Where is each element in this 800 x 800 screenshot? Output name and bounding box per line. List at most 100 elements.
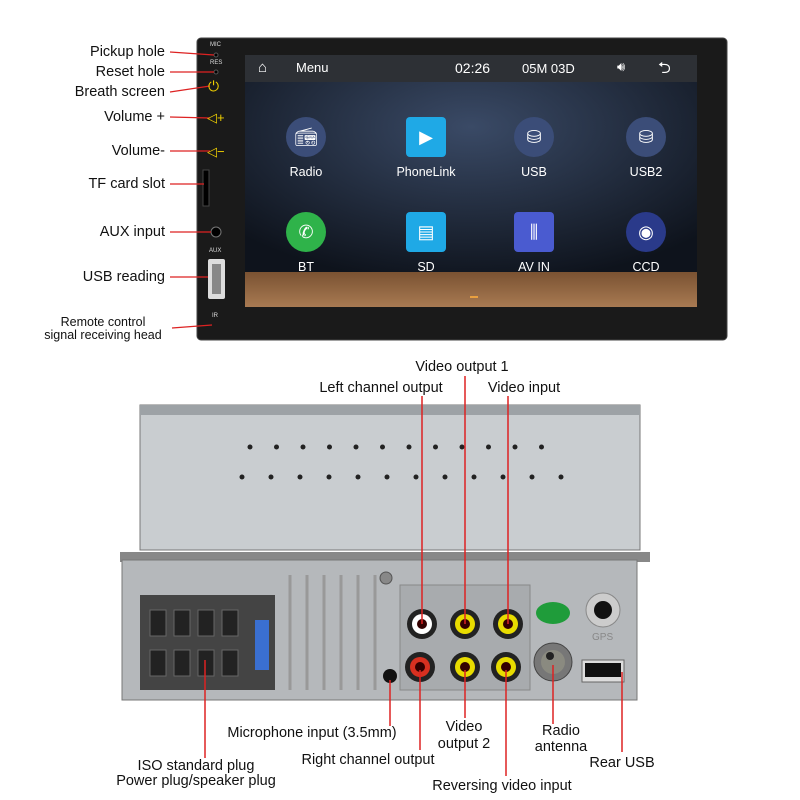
label-radio-antenna-a: Radio bbox=[542, 723, 580, 739]
app-av-in[interactable]: ⫼ AV IN bbox=[484, 212, 584, 274]
bluetooth-phone-icon: ✆ bbox=[286, 212, 326, 252]
vent-hole bbox=[239, 474, 245, 480]
label-iso-plug: ISO standard plug bbox=[137, 758, 255, 774]
label-video-output-2b: output 2 bbox=[437, 736, 491, 752]
vent-hole bbox=[355, 474, 361, 480]
clock: 02:26 bbox=[455, 60, 491, 76]
iso-pin bbox=[221, 609, 239, 637]
aux-jack bbox=[210, 226, 222, 238]
volume-down-icon[interactable]: ◁− bbox=[207, 144, 225, 159]
mic-hole bbox=[213, 52, 219, 58]
page-indicator bbox=[470, 296, 478, 298]
app-sd[interactable]: ▤SD bbox=[376, 212, 476, 274]
vent-holes bbox=[239, 444, 564, 480]
app-bt[interactable]: ✆ BT bbox=[256, 212, 356, 274]
iso-pin bbox=[173, 609, 191, 637]
label-left-channel-output: Left channel output bbox=[319, 380, 443, 396]
app-usb2[interactable]: ⛁ USB2 bbox=[596, 117, 696, 179]
label-radio-antenna-b: antenna bbox=[534, 739, 588, 755]
radio-antenna-jack bbox=[546, 652, 554, 660]
rear-usb-port bbox=[585, 663, 621, 677]
app-label: USB2 bbox=[629, 165, 663, 179]
vent-hole bbox=[300, 444, 306, 450]
vent-hole bbox=[406, 444, 412, 450]
gps-mark: GPS bbox=[592, 632, 614, 643]
wallpaper-floor bbox=[245, 272, 697, 307]
mic-mark: MIC bbox=[210, 42, 221, 48]
volume-up-icon[interactable]: ◁+ bbox=[207, 110, 225, 125]
label-reversing-video-input: Reversing video input bbox=[432, 778, 572, 794]
vent-hole bbox=[512, 444, 518, 450]
chassis-top bbox=[139, 404, 641, 551]
vent-hole bbox=[327, 444, 332, 450]
iso-pin bbox=[149, 649, 167, 677]
vent-hole bbox=[247, 444, 253, 450]
vent-hole bbox=[297, 474, 303, 480]
menu-label[interactable]: Menu bbox=[296, 60, 329, 75]
vent-hole bbox=[384, 474, 390, 480]
app-radio[interactable]: 📻︎ Radio bbox=[256, 117, 356, 179]
label-volume-down: Volume- bbox=[111, 143, 165, 159]
vent-hole bbox=[459, 444, 465, 450]
vent-hole bbox=[558, 474, 564, 480]
date: 05M 03D bbox=[522, 61, 575, 76]
vent-hole bbox=[380, 444, 385, 450]
app-label: BT bbox=[298, 260, 314, 274]
label-video-output-1: Video output 1 bbox=[415, 359, 509, 375]
label-remote-1: Remote control bbox=[60, 315, 146, 329]
vent-hole bbox=[268, 474, 274, 480]
gps-jack bbox=[594, 601, 612, 619]
iso-pin bbox=[221, 649, 239, 677]
usb-icon: ⛁ bbox=[626, 117, 666, 157]
app-label: AV IN bbox=[518, 260, 550, 274]
vent-hole bbox=[471, 474, 477, 480]
vent-hole bbox=[353, 444, 359, 450]
label-microphone-input: Microphone input (3.5mm) bbox=[227, 725, 397, 741]
vent-hole bbox=[529, 474, 535, 480]
reset-hole bbox=[213, 69, 219, 75]
home-icon[interactable]: ⌂ bbox=[258, 59, 268, 76]
res-mark: RES bbox=[210, 60, 223, 66]
aux-mark: AUX bbox=[209, 248, 222, 254]
microphone-jack bbox=[383, 669, 397, 683]
back-icon[interactable]: ⮌ bbox=[658, 60, 671, 77]
label-breath-screen: Breath screen bbox=[74, 84, 165, 100]
iso-pin bbox=[149, 609, 167, 637]
label-pickup-hole: Pickup hole bbox=[90, 44, 165, 60]
app-label: Radio bbox=[289, 165, 323, 179]
vent-hole bbox=[539, 444, 544, 450]
label-right-channel-output: Right channel output bbox=[301, 752, 435, 768]
vent-hole bbox=[486, 444, 491, 450]
av-in-icon: ⫼ bbox=[514, 212, 554, 252]
vent-hole bbox=[326, 474, 332, 480]
camera-icon: ◉ bbox=[626, 212, 666, 252]
vent-hole bbox=[413, 474, 419, 480]
app-ccd[interactable]: ◉CCD bbox=[596, 212, 696, 274]
vent-hole bbox=[433, 444, 438, 450]
label-volume-up: Volume + bbox=[104, 109, 165, 125]
status-bar bbox=[245, 55, 697, 82]
vent-hole bbox=[442, 474, 448, 480]
label-remote-2: signal receiving head bbox=[44, 328, 162, 342]
vent-hole bbox=[274, 444, 279, 450]
tf-card-slot bbox=[202, 169, 210, 207]
volume-icon[interactable]: 🔊︎ bbox=[617, 59, 626, 74]
fuse bbox=[255, 620, 269, 670]
app-label: PhoneLink bbox=[396, 165, 456, 179]
label-power-plug: Power plug/speaker plug bbox=[116, 773, 276, 789]
usb-icon: ⛁ bbox=[514, 117, 554, 157]
label-aux-input: AUX input bbox=[99, 224, 165, 240]
power-icon[interactable]: ⏻ bbox=[208, 78, 220, 94]
phonelink-icon: ▶ bbox=[406, 117, 446, 157]
gps-sticker bbox=[536, 602, 570, 624]
app-usb[interactable]: ⛁USB bbox=[484, 117, 584, 179]
radio-icon: 📻︎ bbox=[286, 117, 326, 157]
rear-leader-lines bbox=[204, 376, 623, 776]
sd-card-icon: ▤ bbox=[406, 212, 446, 252]
screw bbox=[379, 571, 393, 585]
app-phonelink[interactable]: ▶ PhoneLink bbox=[376, 117, 476, 179]
label-video-input: Video input bbox=[487, 380, 561, 396]
front-leader-lines bbox=[169, 51, 215, 329]
